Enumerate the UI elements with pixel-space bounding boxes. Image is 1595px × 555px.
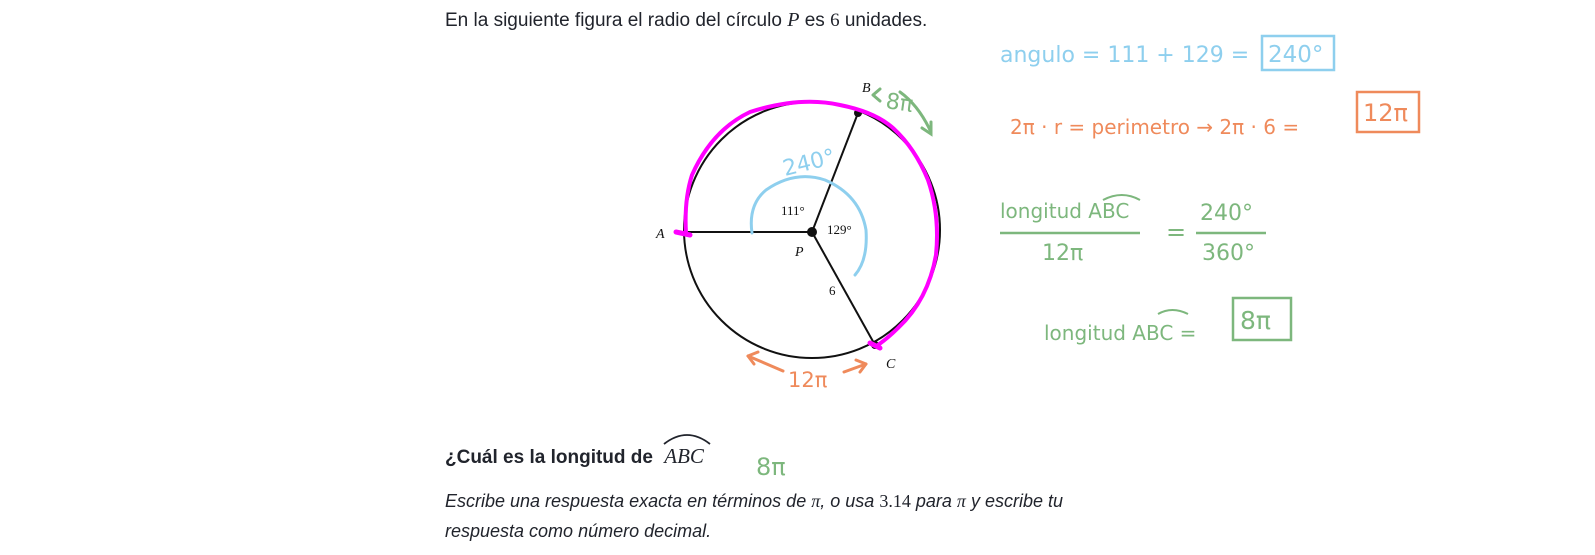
note-length-value: 8π: [1240, 306, 1271, 335]
orange-arrowhead-right: [854, 358, 868, 374]
radius-pb: [811, 112, 859, 233]
question-text: ¿Cuál es la longitud de: [445, 447, 653, 468]
note-perimeter-result: 12π: [1363, 99, 1408, 127]
label-a: A: [655, 227, 665, 242]
hint-line-2: respuesta como número decimal.: [445, 521, 712, 541]
green-arrow-tail: [871, 87, 882, 103]
note-frac-denominator: 12π: [1042, 241, 1083, 266]
radius-label-6: 6: [829, 283, 836, 298]
note-frac-arc-mark: [1102, 194, 1141, 201]
note-angle-result: 240°: [1268, 42, 1323, 68]
radius-pc: [811, 231, 876, 346]
highlight-mark-c: [867, 340, 883, 351]
highlighted-arc-abc: [683, 99, 939, 347]
green-arrow-curve: [898, 90, 932, 132]
hint-line-1: Escribe una respuesta exacta en términos…: [445, 486, 1063, 516]
note-perimeter-box: [1355, 90, 1421, 134]
angle-label-111: 111°: [781, 203, 805, 218]
highlight-mark-a: [673, 229, 693, 238]
handwritten-arc-8pi: 8π: [884, 89, 914, 118]
note-length-result: longitud ABC =: [1044, 321, 1196, 345]
hint-text-3: para: [915, 491, 952, 511]
note-perimeter: 2π · r = perimetro → 2π · 6 =: [1010, 115, 1299, 139]
orange-arrow-left: [746, 354, 785, 373]
intro-text-middle: es: [804, 10, 825, 31]
orange-arrowhead-left: [746, 350, 760, 366]
note-length-arc-mark: [1157, 309, 1189, 315]
question-arc-name: ABC: [664, 444, 704, 468]
intro-circle-var: P: [787, 9, 800, 31]
handwritten-arc-12pi: 12π: [788, 368, 828, 392]
handwritten-answer: 8π: [756, 453, 786, 481]
hint-pi-2: π: [956, 491, 966, 511]
intro-text: En la siguiente figura el radio del círc…: [445, 10, 782, 31]
angle-arc-240: [749, 175, 868, 277]
hint-pi-1: π: [811, 491, 821, 511]
intro-text-end: unidades.: [844, 10, 928, 31]
label-b: B: [862, 81, 871, 96]
green-arrow-head: [920, 120, 933, 137]
orange-arrow-right: [842, 362, 868, 374]
hint-text-2: , o usa: [820, 491, 875, 511]
intro-radius-value: 6: [830, 10, 840, 31]
question-arc: ABC: [663, 434, 711, 469]
note-angle-sum: angulo = 111 + 129 =: [1000, 43, 1249, 68]
note-length-box: [1231, 296, 1293, 342]
circle-diagram: [683, 101, 941, 359]
center-point: [807, 227, 817, 237]
angle-label-129: 129°: [827, 222, 852, 237]
label-c: C: [886, 357, 896, 372]
note-frac-equals: =: [1166, 218, 1186, 246]
problem-statement: En la siguiente figura el radio del círc…: [445, 7, 927, 34]
hint-text-4: y escribe tu: [970, 491, 1063, 511]
note-rhs-denominator: 360°: [1202, 241, 1255, 266]
note-rhs-numerator: 240°: [1200, 201, 1253, 226]
note-angle-box: [1260, 34, 1336, 72]
hint-text-1: Escribe una respuesta exacta en términos…: [445, 491, 807, 511]
label-p: P: [794, 245, 804, 260]
hint-number: 3.14: [879, 491, 911, 511]
note-frac-numerator: longitud ABC: [1000, 199, 1129, 223]
question: ¿Cuál es la longitud de ABC: [445, 434, 711, 469]
arc-overline-icon: [663, 434, 711, 445]
